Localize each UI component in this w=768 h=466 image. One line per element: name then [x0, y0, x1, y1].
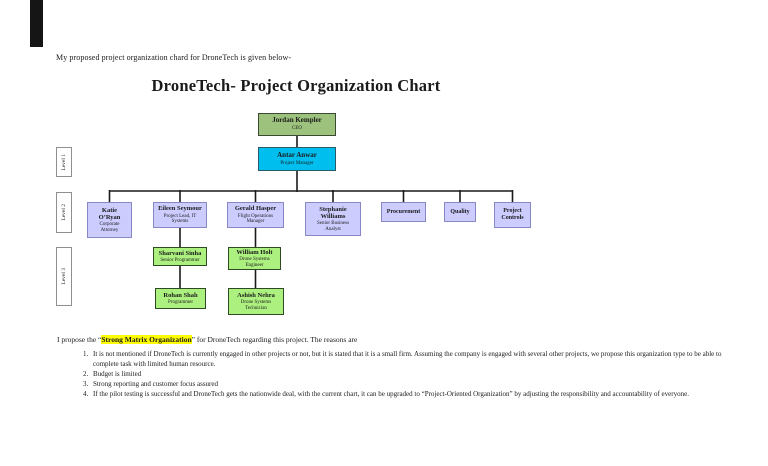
person-role: Project Manager	[280, 160, 314, 166]
person-name: Sharvani Sinha	[158, 249, 202, 257]
level-label-text: Level 1	[61, 153, 67, 171]
org-node-rohan-shah: Rohan Shah Programmer	[155, 288, 206, 309]
person-role: Programmer	[168, 299, 193, 305]
person-name: Gerald Hasper	[234, 205, 277, 213]
reason-item: Strong reporting and customer focus assu…	[90, 379, 725, 389]
person-name: Eileen Seymour	[158, 205, 202, 213]
proposal-line: I propose the “Strong Matrix Organizatio…	[57, 335, 739, 344]
group-name: Quality	[450, 208, 470, 215]
org-node-eileen-seymour: Eileen Seymour Project Lead, IT Systems	[153, 202, 207, 228]
org-node-procurement: Procurement	[381, 202, 426, 222]
person-role: Flight Operations Manager	[237, 213, 274, 225]
level-label-text: Level 2	[61, 204, 67, 221]
org-node-project-controls: Project Controls	[494, 202, 531, 228]
reason-item: It is not mentioned if DroneTech is curr…	[90, 349, 725, 369]
org-node-katie-oryan: Katie O’Ryan Corporate Attorney	[87, 202, 132, 238]
person-name: Katie O’Ryan	[98, 206, 121, 221]
person-role: Corporate Attorney	[99, 222, 120, 233]
person-role: Senior Programmer	[160, 257, 200, 263]
org-node-antar-anwar: Antar Anwar Project Manager	[258, 147, 336, 171]
person-role: Drone Systems Engineer	[239, 257, 270, 268]
org-node-jordan-kempler: Jordan Kempler CEO	[258, 113, 336, 136]
level-1-label: Level 1	[56, 147, 72, 177]
org-node-ashish-nehra: Ashish Nehra Drone Systems Technician	[228, 288, 284, 315]
person-role: Drone Systems Technician	[240, 300, 272, 311]
proposal-suffix: ” for DroneTech regarding this project. …	[191, 335, 358, 344]
group-name: Procurement	[386, 208, 421, 215]
person-role: CEO	[292, 126, 302, 132]
person-name: Jordan Kempler	[272, 116, 322, 125]
level-label-text: Level 3	[61, 268, 67, 285]
person-name: William Holt	[236, 248, 273, 256]
reason-item: If the pilot testing is successful and D…	[90, 389, 725, 399]
proposal-section: I propose the “Strong Matrix Organizatio…	[57, 335, 739, 399]
proposal-prefix: I propose the “	[57, 335, 102, 344]
level-3-label: Level 3	[56, 247, 72, 306]
org-node-gerald-hasper: Gerald Hasper Flight Operations Manager	[227, 202, 284, 228]
page-title: DroneTech- Project Organization Chart	[151, 76, 441, 95]
level-2-label: Level 2	[56, 192, 72, 233]
person-name: Rohan Shah	[163, 291, 198, 299]
dark-edge-fragment	[30, 0, 43, 47]
reason-item: Budget is limited	[90, 369, 725, 379]
org-node-quality: Quality	[444, 202, 476, 222]
intro-line: My proposed project organization chard f…	[56, 53, 292, 62]
person-name: Ashish Nehra	[237, 291, 275, 299]
reasons-list: It is not mentioned if DroneTech is curr…	[57, 349, 725, 399]
person-role: Senior Business Analyst	[316, 221, 350, 232]
org-node-william-holt: William Holt Drone Systems Engineer	[228, 247, 281, 270]
person-role: Project Lead, IT Systems	[163, 213, 197, 225]
group-name: Project Controls	[501, 208, 524, 221]
org-node-stephanie-williams: Stephanie Williams Senior Business Analy…	[305, 202, 361, 236]
org-node-sharvani-sinha: Sharvani Sinha Senior Programmer	[153, 247, 207, 266]
person-name: Antar Anwar	[277, 150, 317, 159]
proposal-highlight: Strong Matrix Organization	[101, 335, 192, 344]
person-name: Stephanie Williams	[319, 205, 347, 220]
